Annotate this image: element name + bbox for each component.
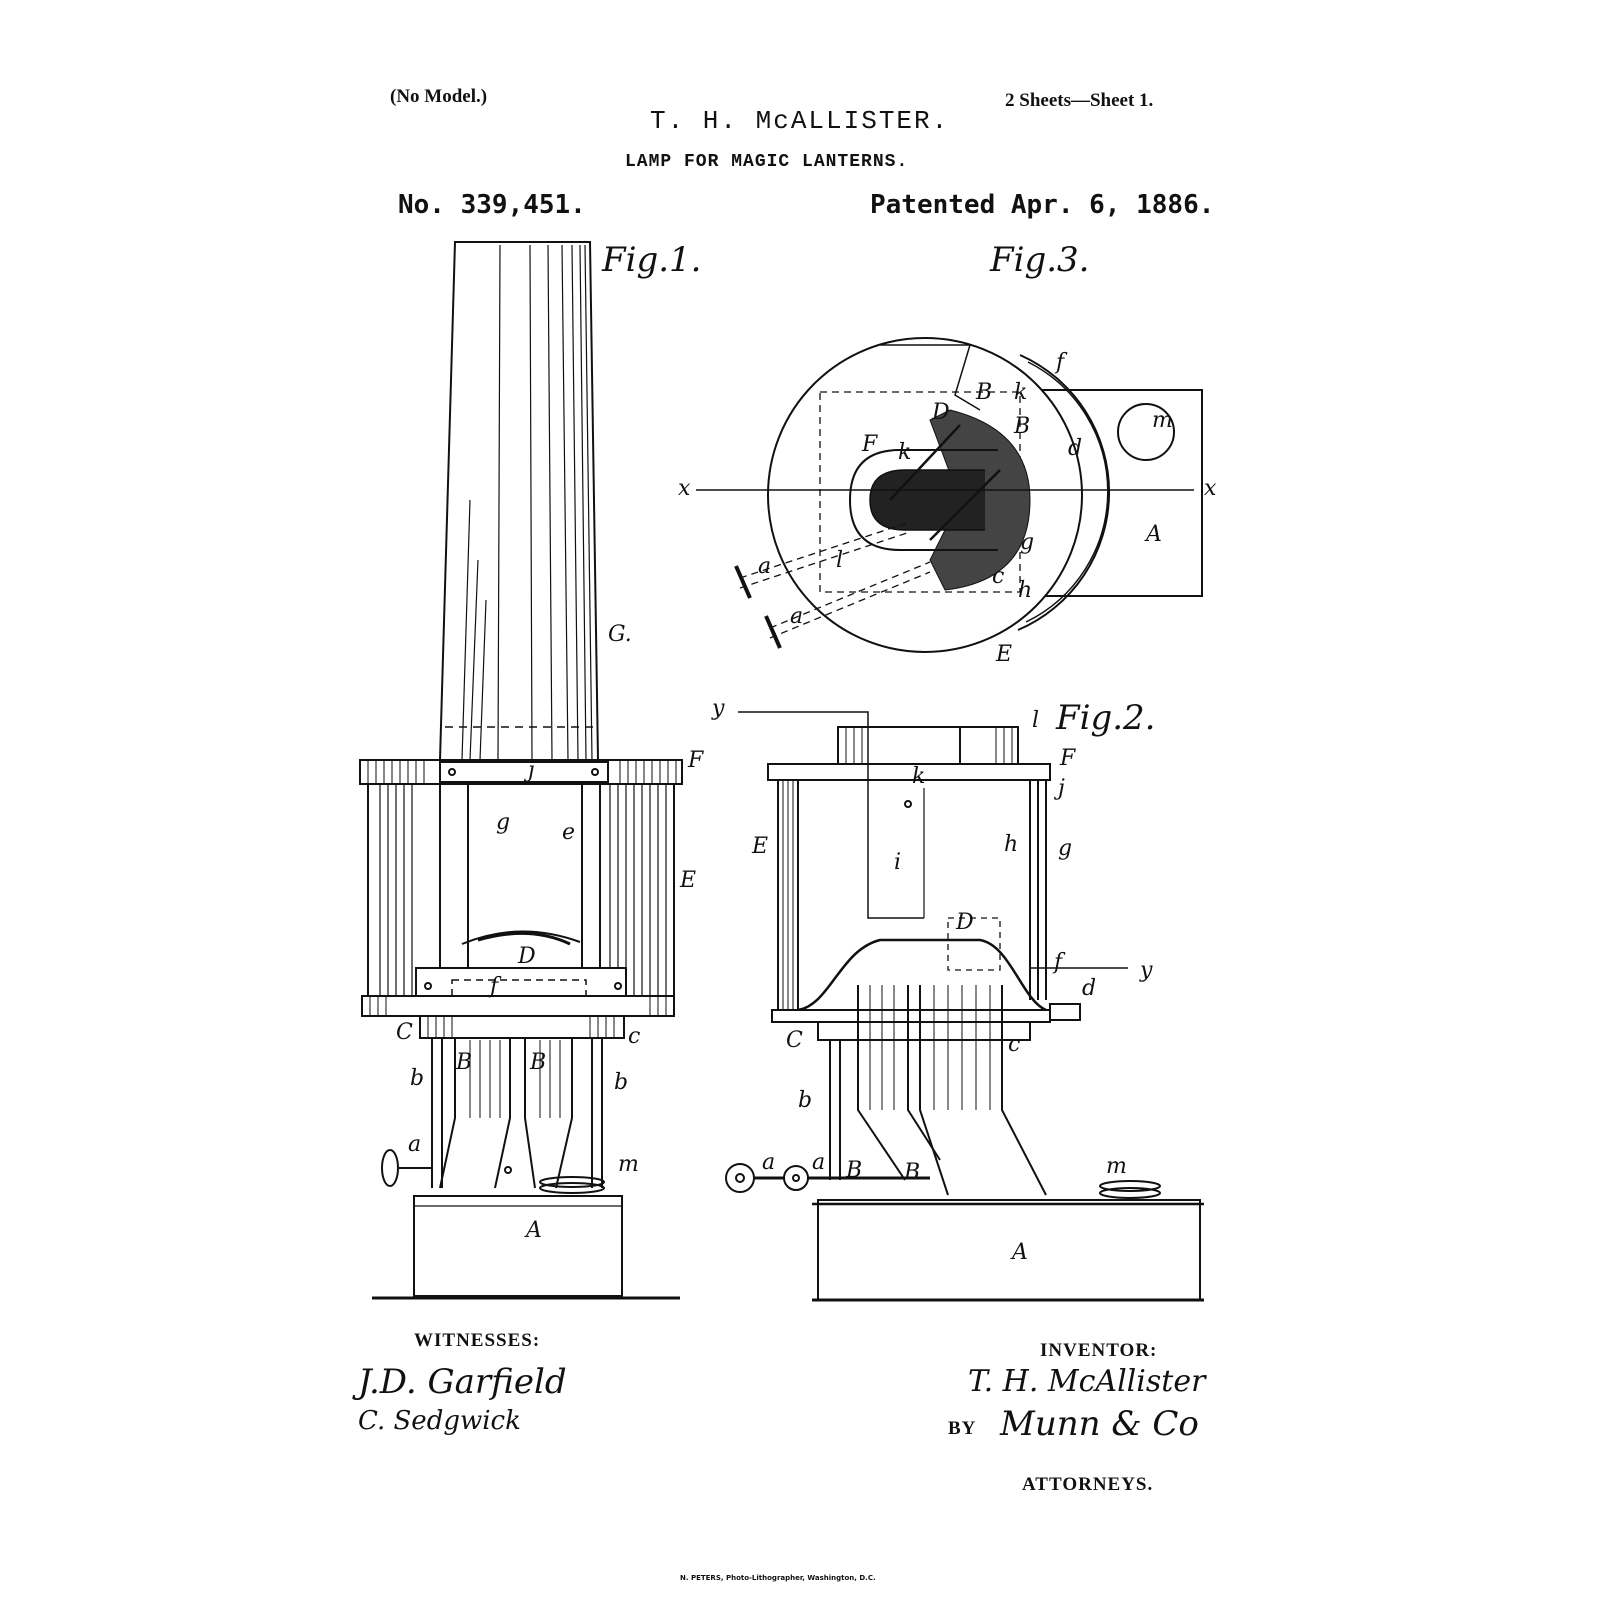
label-d: d <box>1082 976 1097 1001</box>
label-g-fig2: g <box>1058 836 1073 861</box>
label-e: e <box>562 820 576 845</box>
label-d-fig3: d <box>1068 436 1083 461</box>
label-g-fig3: g <box>1020 530 1035 555</box>
by-label: BY <box>948 1418 977 1439</box>
fig2-title: Fig.2. <box>1056 698 1156 738</box>
label-m-fig3: m <box>1152 408 1173 433</box>
label-B2: B <box>530 1050 547 1075</box>
attorneys-label: ATTORNEYS. <box>1022 1474 1154 1495</box>
label-l-fig3: l <box>836 548 844 573</box>
label-G: G. <box>608 622 632 647</box>
label-B2-fig2: B <box>904 1160 921 1185</box>
label-y: y <box>712 696 725 721</box>
label-g: g <box>496 810 511 835</box>
label-F: F <box>688 748 704 773</box>
label-B-fig3: B <box>976 380 993 405</box>
witness2-signature: C. Sedgwick <box>358 1406 521 1436</box>
label-A: A <box>526 1218 542 1243</box>
label-D-fig3: D <box>932 400 950 425</box>
label-b2: b <box>614 1070 629 1095</box>
label-k2-fig3: k <box>898 440 912 465</box>
fig3-title: Fig.3. <box>990 240 1090 280</box>
witness1-signature: J.D. Garfield <box>358 1362 567 1402</box>
label-c-fig2: c <box>1008 1032 1021 1057</box>
label-a: a <box>408 1132 422 1157</box>
fig3-drawing <box>696 337 1203 653</box>
label-B-fig2: B <box>846 1158 863 1183</box>
inventor-label: INVENTOR: <box>1040 1340 1158 1361</box>
label-C-fig2: C <box>786 1028 803 1053</box>
label-E-fig2: E <box>752 834 769 859</box>
label-a-fig2: a <box>762 1150 776 1175</box>
patent-date: Patented Apr. 6, 1886. <box>870 190 1215 220</box>
label-x: x <box>678 476 691 501</box>
label-c-fig3: c <box>992 564 1005 589</box>
label-m-fig2: m <box>1106 1154 1127 1179</box>
label-D: D <box>518 944 536 969</box>
printer-credit: N. PETERS, Photo-Lithographer, Washingto… <box>680 1574 876 1582</box>
label-a2-fig2: a <box>812 1150 826 1175</box>
label-a-fig3: a <box>758 554 772 579</box>
label-C: C <box>396 1020 413 1045</box>
label-b-fig2: b <box>798 1088 813 1113</box>
label-a2-fig3: a <box>790 604 804 629</box>
label-f: f <box>490 974 499 999</box>
label-h-fig3: h <box>1018 578 1033 603</box>
label-h: h <box>1004 832 1019 857</box>
patent-title: LAMP FOR MAGIC LANTERNS. <box>625 152 909 172</box>
inventor-name: T. H. McALLISTER. <box>650 106 950 136</box>
attorney-signature: Munn & Co <box>1000 1404 1199 1444</box>
label-D-fig2: D <box>956 910 974 935</box>
label-A-fig2: A <box>1012 1240 1028 1265</box>
label-x2: x <box>1204 476 1217 501</box>
fig1-drawing <box>359 241 683 1300</box>
label-f-fig2: f <box>1054 950 1063 975</box>
label-E: E <box>680 868 697 893</box>
label-i: i <box>894 850 902 875</box>
inventor-signature: T. H. McAllister <box>968 1364 1206 1399</box>
witnesses-label: WITNESSES: <box>414 1330 541 1351</box>
label-b: b <box>410 1066 425 1091</box>
no-model-note: (No Model.) <box>390 86 488 107</box>
label-y2: y <box>1140 958 1153 983</box>
label-j-fig2: j <box>1058 776 1065 801</box>
label-F-fig2: F <box>1060 746 1076 771</box>
fig1-title: Fig.1. <box>602 240 702 280</box>
label-f-fig3: f <box>1056 350 1065 375</box>
patent-number: No. 339,451. <box>398 190 586 220</box>
label-A-fig3: A <box>1146 522 1162 547</box>
sheet-number: 2 Sheets—Sheet 1. <box>1005 90 1154 111</box>
label-B2-fig3: B <box>1014 414 1031 439</box>
label-E-fig3: E <box>996 642 1013 667</box>
fig2-drawing <box>725 711 1204 1302</box>
label-c: c <box>628 1024 641 1049</box>
label-k: k <box>912 764 926 789</box>
label-F-fig3: F <box>862 432 878 457</box>
label-m: m <box>618 1152 639 1177</box>
label-B: B <box>456 1050 473 1075</box>
label-k-fig3: k <box>1014 380 1028 405</box>
label-j: j <box>528 758 535 783</box>
label-l: l <box>1032 708 1040 733</box>
